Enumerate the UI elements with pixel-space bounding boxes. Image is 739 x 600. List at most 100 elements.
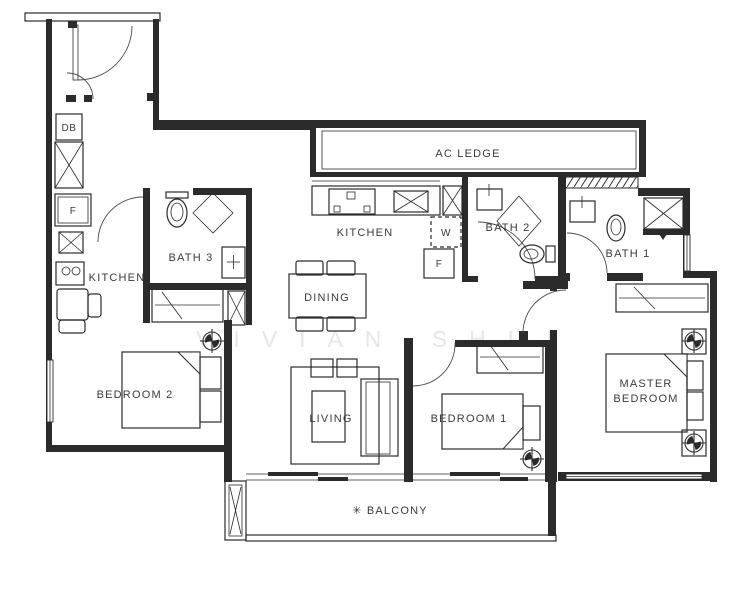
label-db: DB — [62, 123, 77, 134]
chair — [326, 260, 356, 276]
living-furniture — [290, 358, 399, 465]
bedroom1-furniture — [441, 341, 545, 472]
balcony-structure — [224, 472, 557, 542]
toilet-fixture — [166, 198, 188, 228]
pillow — [686, 360, 704, 391]
watermark-text: VIVIAN SHUI — [196, 326, 575, 352]
label-dining: DINING — [304, 292, 350, 304]
shaft-box — [227, 290, 246, 326]
sink-box — [58, 231, 84, 254]
label-fridge: F — [436, 259, 443, 270]
doors — [66, 24, 608, 387]
label-bath3: BATH 3 — [169, 252, 214, 264]
bedside-table — [199, 356, 222, 390]
label-master-line2: BEDROOM — [613, 393, 678, 405]
toilet-cistern — [545, 245, 556, 263]
pillow — [686, 391, 704, 421]
label-ac-ledge: AC LEDGE — [435, 148, 500, 160]
kitchen-counter — [311, 185, 441, 216]
chair — [326, 316, 356, 332]
bedroom2-furniture — [121, 288, 246, 429]
chair — [295, 260, 324, 276]
wall — [548, 481, 556, 536]
shower-stall — [643, 197, 684, 230]
shaft-box — [442, 185, 463, 216]
yard-sink-side — [87, 293, 102, 318]
entry-door-leaf — [72, 24, 79, 81]
sofa-cushion — [310, 358, 334, 378]
basin-fixture — [569, 200, 596, 223]
toilet-fixture — [519, 244, 545, 264]
bath3-fixtures — [165, 189, 246, 279]
balcony-column — [224, 480, 247, 541]
room-labels: AC LEDGE KITCHEN KITCHEN BATH 3 BATH 2 B… — [62, 123, 678, 517]
label-balcony: ✳ BALCONY — [352, 505, 428, 517]
sliding-door-leaf — [268, 472, 318, 476]
bath1-fixtures — [564, 176, 684, 242]
label-bath2: BATH 2 — [486, 222, 531, 234]
ceiling-fan-icon — [519, 446, 545, 472]
bedside-table — [199, 390, 222, 423]
wardrobe — [476, 341, 544, 374]
balcony-parapet — [245, 534, 557, 542]
sliding-door-leaf — [318, 477, 348, 481]
shower-head-icon — [218, 189, 226, 195]
door-jamb — [84, 95, 92, 102]
fridge-box — [423, 248, 455, 279]
door-jamb — [147, 93, 153, 101]
label-fridge-yard: F — [70, 206, 77, 217]
entry-door-arc — [77, 25, 133, 81]
tv-console — [360, 378, 399, 457]
bedroom1-door-arc — [412, 342, 456, 387]
label-bath1: BATH 1 — [606, 248, 651, 260]
label-bedroom1: BEDROOM 1 — [431, 413, 508, 425]
bath2-fixtures — [476, 184, 556, 264]
wardrobe — [615, 283, 709, 313]
wall — [24, 12, 161, 22]
toilet-fixture — [606, 214, 626, 242]
label-kitchen-main: KITCHEN — [337, 227, 394, 239]
label-bedroom2: BEDROOM 2 — [97, 389, 174, 401]
blanket-fold — [176, 351, 201, 376]
door-jamb — [68, 21, 77, 28]
sliding-door-leaf — [500, 477, 528, 481]
label-master-line1: MASTER — [619, 378, 672, 390]
entry-inner-door-arc — [66, 72, 94, 100]
bedside-table — [522, 405, 541, 441]
coffee-table — [311, 390, 346, 443]
yard-sink-lower — [58, 319, 86, 334]
yard-sink-unit — [56, 288, 89, 321]
door-leaf — [519, 331, 528, 340]
door-jamb — [66, 95, 76, 102]
bed — [121, 351, 201, 429]
sofa — [290, 366, 380, 465]
label-living: LIVING — [309, 413, 352, 425]
shower-corner — [192, 192, 234, 234]
sliding-door-leaf — [450, 472, 500, 476]
walls — [24, 12, 717, 482]
kitchen-fixtures — [311, 180, 463, 279]
master-wing-door-arc — [522, 289, 567, 334]
lamp-icon — [681, 430, 707, 456]
shower-corner — [496, 195, 542, 247]
vanity-ledge — [564, 176, 639, 189]
yard-column — [54, 113, 102, 334]
washer-box — [430, 216, 462, 248]
sofa-cushion — [336, 358, 358, 378]
db-box — [55, 113, 83, 141]
shower-head-icon — [659, 234, 667, 240]
chair — [295, 316, 324, 332]
wardrobe — [151, 288, 224, 323]
label-washer: W — [441, 228, 451, 239]
shaft-box — [54, 141, 84, 189]
basin-fixture — [221, 246, 246, 279]
toilet-cistern — [165, 191, 189, 199]
blanket-fold — [662, 353, 688, 379]
bath2-door-arc — [477, 221, 536, 280]
basin-fixture — [476, 188, 503, 211]
dining-furniture — [288, 260, 367, 332]
ac-ledge-inner — [321, 130, 637, 170]
bath1-door-arc — [566, 232, 608, 274]
